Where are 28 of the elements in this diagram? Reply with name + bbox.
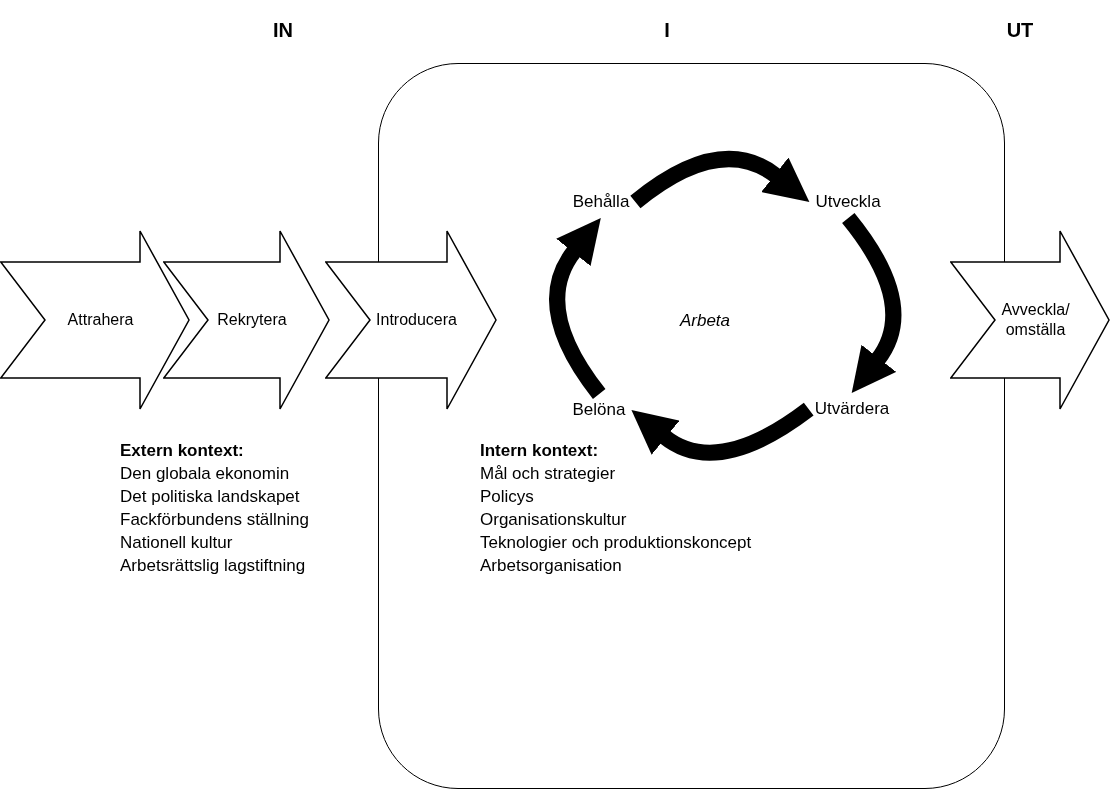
list-item: Det politiska landskapet [120, 486, 300, 508]
step-label: Attrahera [66, 310, 135, 330]
cycle-step-label: Utveckla [815, 192, 881, 212]
list-item: Arbetsorganisation [480, 555, 622, 577]
section-heading: Intern kontext: [480, 440, 599, 462]
cycle-step-label: Belöna [572, 400, 626, 420]
column-heading: I [664, 19, 670, 41]
center-label: Arbeta [679, 310, 731, 332]
curved-arrow [629, 402, 814, 461]
list-item: Arbetsrättslig lagstiftning [120, 555, 306, 577]
cycle-step-label: Behålla [572, 192, 630, 212]
list-item: Policys [480, 486, 534, 508]
list-item: Den globala ekonomin [120, 463, 290, 485]
step-label: Avveckla/ omställa [1000, 300, 1071, 340]
section-heading: Extern kontext: [120, 440, 244, 462]
step-label: Introducera [375, 310, 458, 330]
cycle-step-label: Utvärdera [814, 399, 890, 419]
list-item: Teknologier och produktionskoncept [480, 532, 752, 554]
list-item: Mål och strategier [480, 463, 616, 485]
list-item: Nationell kultur [120, 532, 233, 554]
curved-arrow [841, 213, 902, 395]
list-item: Fackförbundens ställning [120, 509, 309, 531]
step-label: Rekrytera [216, 310, 288, 330]
column-heading: IN [273, 19, 293, 41]
curved-arrow [549, 216, 606, 399]
curved-arrow [630, 151, 811, 209]
column-heading: UT [1006, 19, 1034, 41]
list-item: Organisationskultur [480, 509, 627, 531]
